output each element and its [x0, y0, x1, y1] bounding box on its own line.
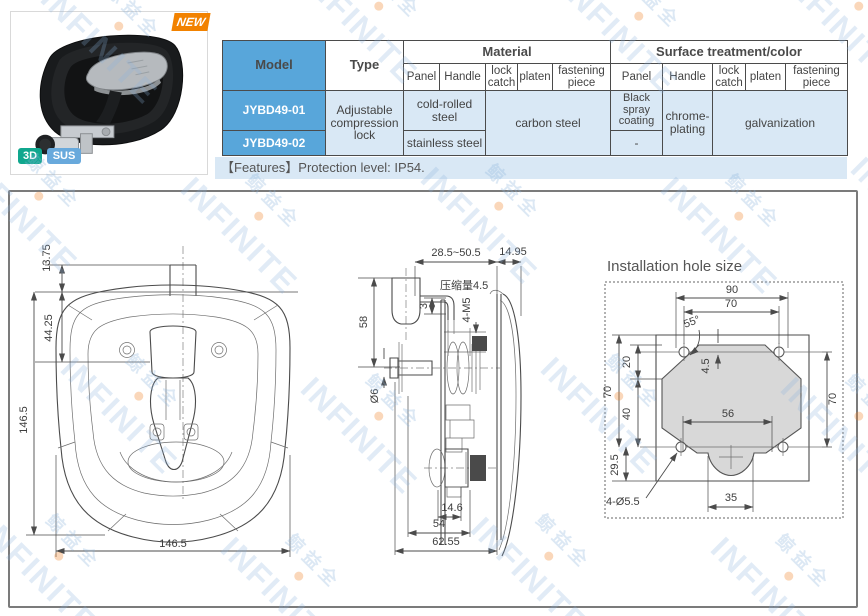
- type-cell: Adjustable compression lock: [325, 90, 404, 156]
- dim-label: 70: [602, 386, 614, 398]
- product-photo-panel: NEW 3D SUS: [10, 11, 211, 175]
- features-note: 【Features】Protection level: IP54.: [215, 157, 847, 179]
- dim-label: 40: [621, 408, 633, 420]
- dim-label: 14.95: [499, 246, 527, 258]
- dim-label: 13.75: [41, 244, 53, 272]
- model-cell-1: JYBD49-01: [222, 90, 326, 131]
- surface-panel-1: Black spray coating: [610, 90, 663, 131]
- header-material-fastening: fastening piece: [552, 63, 611, 91]
- header-surface-fastening: fastening piece: [785, 63, 848, 91]
- surface-handle: chrome-plating: [662, 90, 713, 156]
- dim-label: 14.6: [441, 502, 462, 514]
- dim-label: 62.55: [432, 536, 460, 548]
- dim-label: 56: [722, 408, 734, 420]
- material-panel-handle-1: cold-rolled steel: [403, 90, 486, 131]
- mounting-holes: [675, 343, 789, 456]
- dim-label: 70: [827, 393, 839, 405]
- header-material: Material: [403, 40, 611, 64]
- 3d-badge: 3D: [18, 148, 42, 164]
- installation-view: Installation hole size 90 70 55° 4.5: [602, 258, 844, 519]
- header-material-panel: Panel: [403, 63, 440, 91]
- header-surface-platen: platen: [745, 63, 786, 91]
- dim-label: 44.25: [43, 314, 55, 342]
- sus-badge: SUS: [47, 148, 81, 164]
- header-surface: Surface treatment/color: [610, 40, 848, 64]
- dim-label: 压缩量4.5: [440, 279, 488, 292]
- technical-drawings: 13.75 44.25 146.5 146.5: [18, 244, 844, 557]
- header-material-lock-catch: lock catch: [485, 63, 518, 91]
- table-row: JYBD49-02 stainless steel -: [222, 130, 848, 156]
- dim-label: 28.5~50.5: [431, 247, 480, 259]
- dim-label: 55°: [682, 314, 702, 331]
- dim-label: 70: [725, 298, 737, 310]
- new-badge: NEW: [171, 13, 211, 31]
- spec-table: Model Type Material Surface treatment/co…: [222, 40, 848, 156]
- dim-label: Ø6: [369, 389, 381, 404]
- table-row: JYBD49-01 Adjustable compression lock co…: [222, 90, 848, 156]
- dim-label: 146.5: [159, 538, 187, 550]
- header-surface-panel: Panel: [610, 63, 663, 91]
- dim-label: 29.5: [609, 454, 621, 475]
- header-material-handle: Handle: [439, 63, 486, 91]
- surface-panel-2: -: [610, 130, 663, 156]
- header-model: Model: [222, 40, 326, 91]
- side-view: 28.5~50.5 14.95 压缩量4.5 3 58 Ø6 4-M5 14.6…: [358, 246, 527, 557]
- dim-label: 90: [726, 284, 738, 296]
- product-photo: [35, 34, 184, 155]
- header-surface-handle: Handle: [662, 63, 713, 91]
- header-type: Type: [325, 40, 404, 91]
- dim-label: 4.5: [700, 358, 712, 373]
- dim-label: 146.5: [18, 406, 30, 434]
- dim-label: 20: [621, 356, 633, 368]
- dim-label: 54: [433, 518, 445, 530]
- dim-label: 35: [725, 492, 737, 504]
- model-cell-2: JYBD49-02: [222, 130, 326, 156]
- header-material-platen: platen: [517, 63, 553, 91]
- surface-rest: galvanization: [712, 90, 848, 156]
- front-view: 13.75 44.25 146.5 146.5: [18, 244, 298, 557]
- material-panel-handle-2: stainless steel: [403, 130, 486, 156]
- dim-label: 4-Ø5.5: [606, 496, 640, 508]
- dim-label: 58: [358, 316, 370, 328]
- dim-label: 3: [418, 303, 430, 309]
- dim-label: 4-M5: [461, 297, 473, 322]
- header-surface-lock-catch: lock catch: [712, 63, 746, 91]
- installation-title: Installation hole size: [607, 258, 742, 275]
- material-rest: carbon steel: [485, 90, 611, 156]
